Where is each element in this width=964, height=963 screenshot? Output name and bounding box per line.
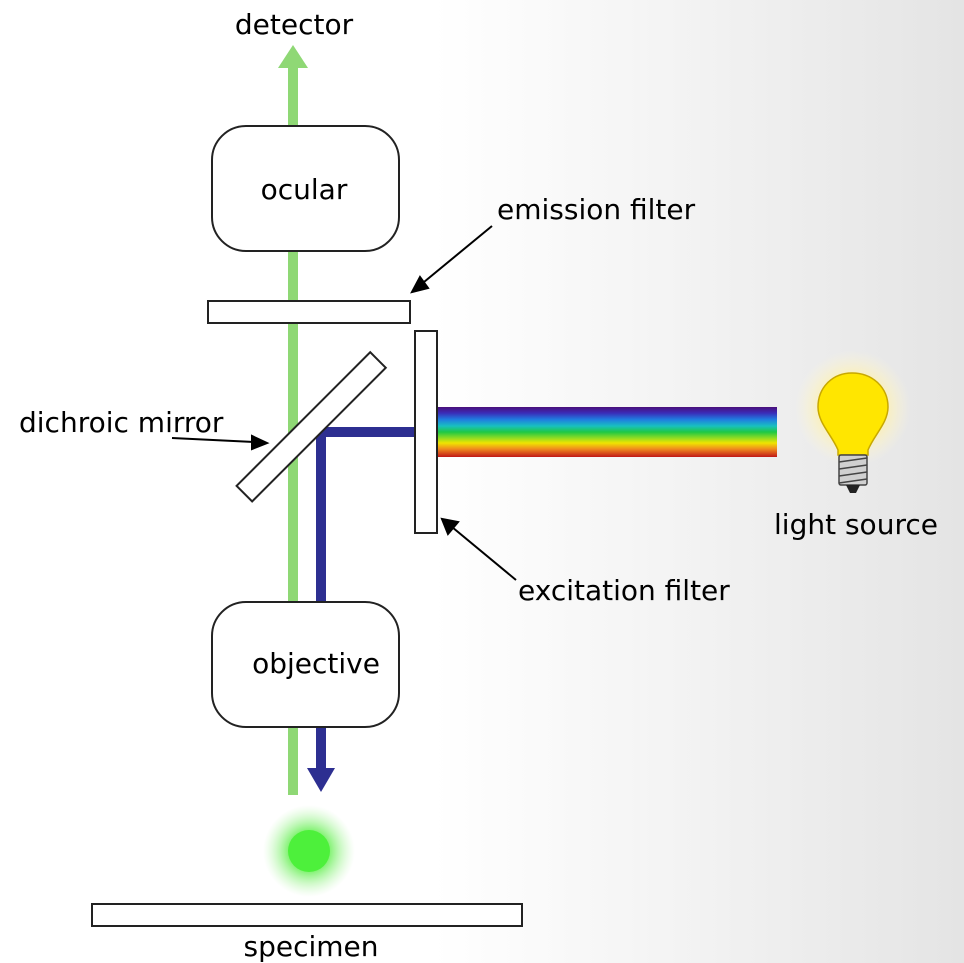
excitation-filter-label: excitation filter bbox=[518, 574, 730, 607]
dichroic-mirror-label: dichroic mirror bbox=[19, 406, 224, 439]
emission-filter bbox=[207, 300, 411, 324]
dichroic-mirror-pointer bbox=[171, 437, 255, 443]
ocular-box bbox=[211, 125, 400, 252]
fluorescent-spot bbox=[288, 830, 330, 872]
bulb-tip bbox=[846, 485, 860, 493]
pointer-arrows bbox=[171, 225, 517, 581]
bulb-thread-4 bbox=[838, 478, 868, 484]
excitation-filter bbox=[414, 330, 438, 534]
dichroic-mirror bbox=[235, 350, 388, 503]
specimen-label: specimen bbox=[243, 930, 378, 963]
objective: objective bbox=[211, 601, 400, 728]
emission-filter-pointer bbox=[423, 225, 493, 283]
emission-filter-label: emission filter bbox=[497, 193, 696, 226]
white-light-spectrum-beam bbox=[438, 407, 777, 457]
excitation-filter-pointer bbox=[451, 526, 517, 581]
ocular-label: ocular bbox=[261, 173, 348, 206]
excitation-filter-pointer-head bbox=[440, 517, 460, 536]
ocular: ocular bbox=[211, 125, 400, 252]
dichroic-mirror-pointer-head bbox=[251, 434, 270, 451]
objective-box bbox=[211, 601, 400, 728]
bulb-thread-1 bbox=[838, 457, 868, 463]
excitation-arrowhead bbox=[307, 768, 335, 792]
detector-arrowhead bbox=[278, 45, 308, 68]
light-bulb-icon bbox=[795, 350, 911, 493]
bulb-thread-3 bbox=[838, 471, 868, 477]
specimen-slide bbox=[91, 903, 523, 927]
detector-label: detector bbox=[235, 8, 354, 41]
light-source-label: light source bbox=[774, 508, 938, 541]
emission-filter-pointer-head bbox=[410, 275, 430, 294]
bulb-thread-2 bbox=[838, 464, 868, 470]
objective-label: objective bbox=[252, 647, 380, 680]
